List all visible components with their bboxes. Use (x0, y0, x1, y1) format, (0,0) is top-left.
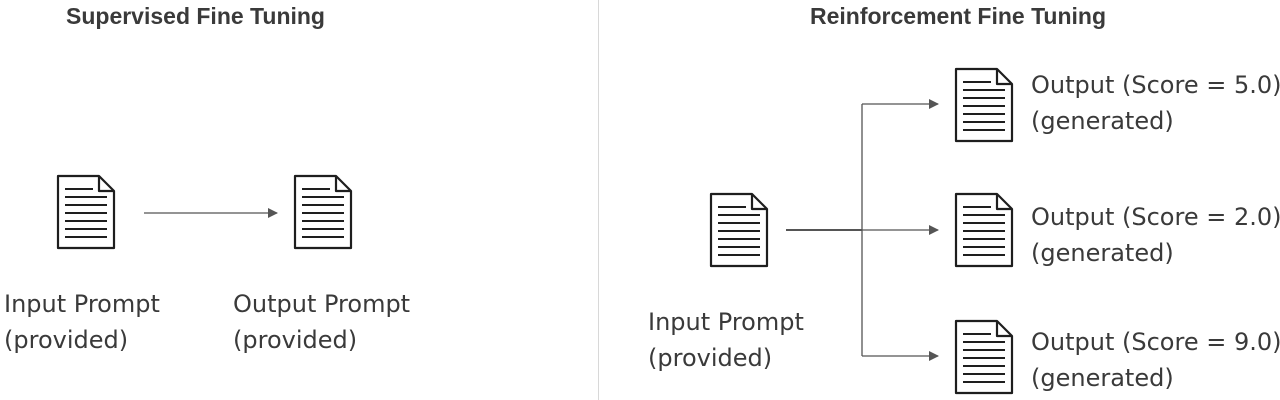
rft-output-label-3: Output (Score = 9.0) (generated) (1031, 324, 1280, 396)
rft-output-1-line1: Output (Score = 5.0) (1031, 71, 1280, 99)
document-icon (953, 66, 1015, 144)
rft-output-2-line1: Output (Score = 2.0) (1031, 203, 1280, 231)
rft-output-2-line2: (generated) (1031, 239, 1174, 267)
sft-input-label: Input Prompt (provided) (4, 286, 160, 358)
document-icon (708, 191, 770, 269)
rft-input-line2: (provided) (648, 344, 773, 372)
rft-output-label-2: Output (Score = 2.0) (generated) (1031, 199, 1280, 271)
document-icon (55, 173, 117, 251)
sft-output-line2: (provided) (233, 326, 358, 354)
section-divider (598, 0, 599, 400)
rft-output-3-line2: (generated) (1031, 364, 1174, 392)
sft-output-label: Output Prompt (provided) (233, 286, 410, 358)
rft-output-1-line2: (generated) (1031, 107, 1174, 135)
sft-input-line1: Input Prompt (4, 290, 160, 318)
rft-title: Reinforcement Fine Tuning (810, 3, 1107, 29)
rft-input-label: Input Prompt (provided) (648, 304, 804, 376)
sft-output-line1: Output Prompt (233, 290, 411, 318)
sft-title: Supervised Fine Tuning (66, 3, 325, 29)
document-icon (292, 173, 354, 251)
document-icon (953, 191, 1015, 269)
rft-output-label-1: Output (Score = 5.0) (generated) (1031, 67, 1280, 139)
rft-output-3-line1: Output (Score = 9.0) (1031, 328, 1280, 356)
rft-input-line1: Input Prompt (648, 308, 804, 336)
sft-input-line2: (provided) (4, 326, 129, 354)
document-icon (953, 318, 1015, 396)
